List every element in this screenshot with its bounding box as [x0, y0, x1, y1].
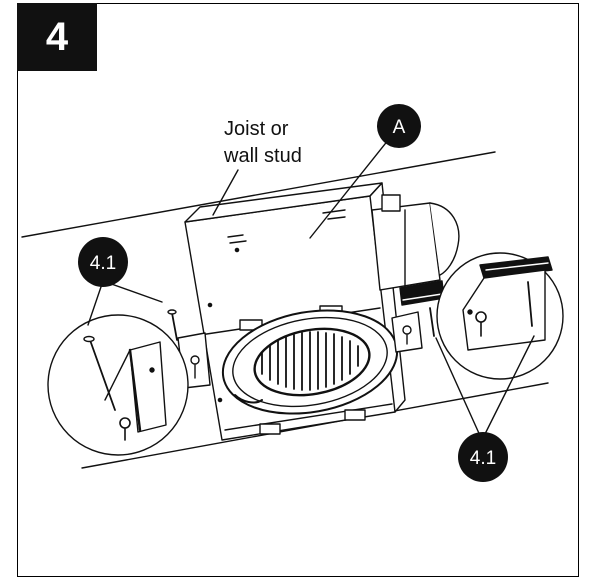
callout-4-1-right-text: 4.1 [470, 448, 496, 469]
callout-a: A [377, 104, 421, 148]
left-detail-magnifier [47, 314, 189, 456]
joist-label-line1: Joist or [224, 118, 289, 140]
blower-wheel [221, 309, 399, 415]
callout-a-leader [309, 133, 394, 239]
callout-4-1-left-leader-to-detail [87, 280, 104, 326]
callout-4-1-right: 4.1 [458, 432, 508, 482]
joist-leader-line [212, 169, 239, 216]
duct-connector [371, 194, 460, 306]
step-number-badge: 4 [17, 3, 97, 71]
callout-a-text: A [393, 117, 406, 138]
right-mounting-bracket [391, 311, 423, 353]
callout-4-1-right-leader-to-detail [481, 335, 535, 441]
joist-label-line2: wall stud [223, 145, 302, 167]
joist-top-edge [21, 151, 496, 238]
right-nail [429, 307, 435, 337]
right-keyhole-slot [402, 325, 412, 345]
right-detail-magnifier [436, 252, 564, 380]
left-keyhole-slot [190, 355, 200, 379]
callout-4-1-left-text: 4.1 [90, 253, 116, 274]
callout-4-1-left: 4.1 [78, 237, 128, 287]
left-nail [167, 309, 178, 341]
instruction-frame [17, 3, 579, 577]
callout-4-1-right-leader-to-nail [435, 337, 483, 441]
